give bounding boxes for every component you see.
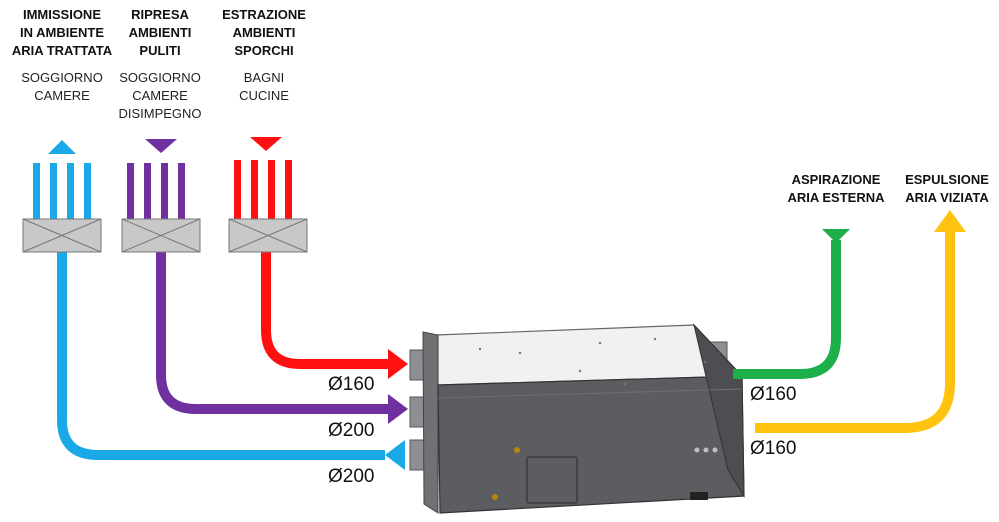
- extract-clean-title-line-3: PULITI: [139, 43, 181, 58]
- extract-clean-duct-line: [156, 252, 390, 414]
- supply-label: IMMISSIONE IN AMBIENTE ARIA TRATTATA SOG…: [3, 6, 121, 105]
- extract-dirty-label: ESTRAZIONE AMBIENTI SPORCHI BAGNI CUCINE: [212, 6, 316, 105]
- exhaust-diameter: Ø160: [750, 438, 797, 459]
- supply-title-line-1: IMMISSIONE: [22, 7, 101, 22]
- exhaust-label: ESPULSIONE ARIA VIZIATA: [897, 171, 997, 207]
- extract-clean-diameter: Ø200: [328, 420, 375, 441]
- supply-room-1: SOGGIORNO: [21, 70, 103, 85]
- outside-air-duct-line: [733, 240, 841, 379]
- supply-arrow-head: [385, 440, 405, 470]
- extract-dirty-room-1: BAGNI: [243, 70, 285, 85]
- exhaust-arrow-head: [934, 210, 966, 232]
- extract-clean-rooms: SOGGIORNO CAMERE DISIMPEGNO: [108, 69, 212, 123]
- outside-air-arrow-head: [822, 229, 850, 243]
- extract-clean-title-line-2: AMBIENTI: [128, 25, 192, 40]
- extract-clean-room-3: DISIMPEGNO: [118, 106, 202, 121]
- extract-clean-label: RIPRESA AMBIENTI PULITI SOGGIORNO CAMERE…: [108, 6, 212, 123]
- extract-clean-room-1: SOGGIORNO: [119, 70, 201, 85]
- extract-dirty-duct-line: [261, 252, 390, 369]
- outside-air-title-line-2: ARIA ESTERNA: [787, 190, 885, 205]
- supply-title: IMMISSIONE IN AMBIENTE ARIA TRATTATA: [3, 6, 121, 60]
- extract-dirty-arrow-head: [388, 349, 408, 379]
- outside-air-label: ASPIRAZIONE ARIA ESTERNA: [773, 171, 899, 207]
- extract-dirty-title: ESTRAZIONE AMBIENTI SPORCHI: [212, 6, 316, 60]
- supply-title-line-2: IN AMBIENTE: [19, 25, 105, 40]
- supply-title-line-3: ARIA TRATTATA: [11, 43, 113, 58]
- extract-dirty-diameter: Ø160: [328, 374, 375, 395]
- supply-room-2: CAMERE: [34, 88, 90, 103]
- exhaust-title-line-1: ESPULSIONE: [905, 172, 989, 187]
- extract-dirty-rooms: BAGNI CUCINE: [212, 69, 316, 105]
- extract-clean-title: RIPRESA AMBIENTI PULITI: [108, 6, 212, 60]
- extract-clean-room-2: CAMERE: [132, 88, 188, 103]
- extract-clean-title-line-1: RIPRESA: [131, 7, 189, 22]
- heat-recovery-unit: [409, 323, 745, 514]
- extract-clean-grille: [121, 139, 201, 253]
- supply-rooms: SOGGIORNO CAMERE: [3, 69, 121, 105]
- extract-dirty-title-line-2: AMBIENTI: [232, 25, 296, 40]
- extract-clean-arrow-head: [388, 394, 408, 424]
- extract-dirty-title-line-3: SPORCHI: [234, 43, 294, 58]
- outside-air-title-line-1: ASPIRAZIONE: [791, 172, 881, 187]
- exhaust-duct-line: [755, 230, 955, 433]
- exhaust-title-line-2: ARIA VIZIATA: [905, 190, 989, 205]
- extract-dirty-room-2: CUCINE: [239, 88, 289, 103]
- extract-dirty-title-line-1: ESTRAZIONE: [222, 7, 306, 22]
- supply-grille: [22, 140, 102, 253]
- outside-air-diameter: Ø160: [750, 384, 797, 405]
- supply-diameter: Ø200: [328, 466, 375, 487]
- supply-duct-line: [57, 252, 385, 460]
- extract-dirty-grille: [228, 137, 308, 253]
